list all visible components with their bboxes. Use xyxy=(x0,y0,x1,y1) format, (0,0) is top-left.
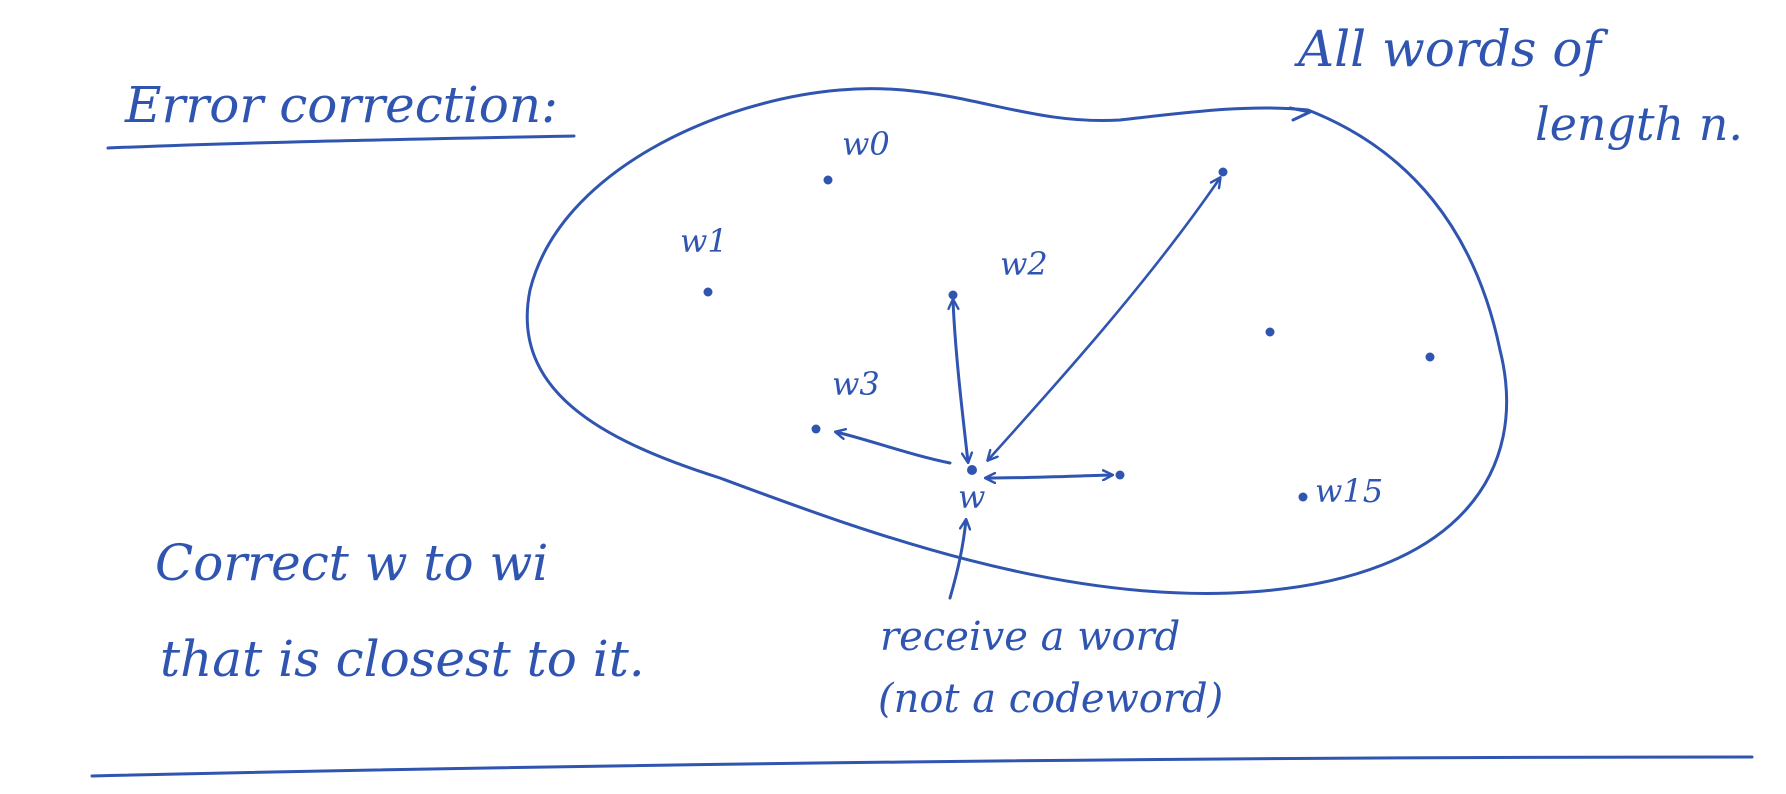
correction-note-line2: that is closest to it. xyxy=(160,630,645,688)
receive-note-line1: receive a word xyxy=(880,614,1180,660)
universe-label-line1: All words of xyxy=(1294,20,1608,78)
codeword-right-of-w-point xyxy=(1115,470,1125,480)
arrow-receive-to-w xyxy=(948,520,966,600)
codeword-w0-label: w0 xyxy=(842,125,890,163)
bottom-rule xyxy=(90,755,1754,778)
codeword-w15-point xyxy=(1298,492,1308,502)
codeword-w15-label: w15 xyxy=(1315,472,1383,510)
codeword-w1-point xyxy=(703,287,713,297)
correction-note-line1: Correct w to wi xyxy=(155,534,548,592)
codeword-point-a xyxy=(1265,327,1275,337)
codeword-w3-point xyxy=(811,424,821,434)
codeword-point-b xyxy=(1425,352,1435,362)
codeword-w3-label: w3 xyxy=(832,365,880,403)
arrow-w-to-right-codeword xyxy=(986,475,1112,478)
arrow-w-to-w2 xyxy=(953,300,968,462)
codeword-w0-point xyxy=(823,175,833,185)
received-word-label: w xyxy=(958,478,985,516)
arrow-w-to-w3 xyxy=(836,432,952,465)
heading-underline xyxy=(106,134,576,150)
heading: Error correction: xyxy=(124,76,558,134)
word-space-blob xyxy=(525,87,1509,595)
universe-label-line2: length n. xyxy=(1535,97,1743,151)
arrow-w-to-far-codeword xyxy=(988,178,1220,460)
codeword-far-point xyxy=(1218,167,1228,177)
received-word-point xyxy=(967,465,977,475)
blob-pointer-arrowhead xyxy=(1288,106,1312,122)
receive-note-line2: (not a codeword) xyxy=(878,676,1223,722)
codeword-w2-label: w2 xyxy=(1000,245,1048,283)
codeword-w1-label: w1 xyxy=(680,222,728,260)
codeword-w2-point xyxy=(948,290,958,300)
